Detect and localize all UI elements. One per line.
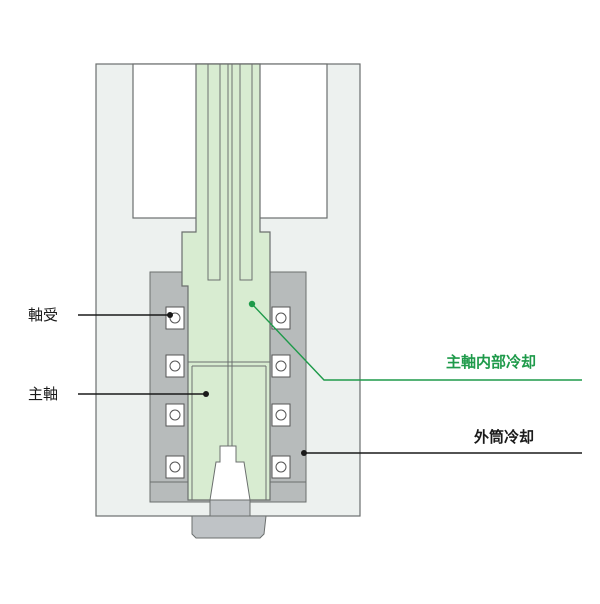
leader-spindle-dot [203, 391, 209, 397]
leader-internal-cooling [251, 303, 582, 381]
leader-outer-cooling-dot [301, 450, 307, 456]
tool-holder [191, 515, 267, 539]
leader-bearing-dot [167, 312, 173, 318]
label-spindle: 主軸 [28, 385, 59, 403]
label-outer-sleeve-cooling: 外筒冷却 [474, 428, 535, 446]
bearing-ball [169, 461, 181, 473]
bearing-ball [275, 461, 287, 473]
bearing-ball [169, 360, 181, 372]
coolant-channel-right [239, 64, 253, 281]
coolant-channel-left [207, 64, 221, 281]
bearings-right [271, 306, 291, 479]
bearing-ball [275, 312, 287, 324]
label-bearing: 軸受 [28, 306, 59, 324]
drawbar [188, 361, 270, 500]
leader-internal-cooling-dot [248, 300, 256, 308]
bearing-ball [169, 409, 181, 421]
bearings-left [165, 306, 185, 479]
bearing-ball [275, 360, 287, 372]
tool-holder-neck [209, 499, 251, 517]
label-spindle-internal-cooling: 主軸内部冷却 [446, 353, 537, 371]
bearing-ball [275, 409, 287, 421]
spindle-shaft [181, 63, 271, 501]
